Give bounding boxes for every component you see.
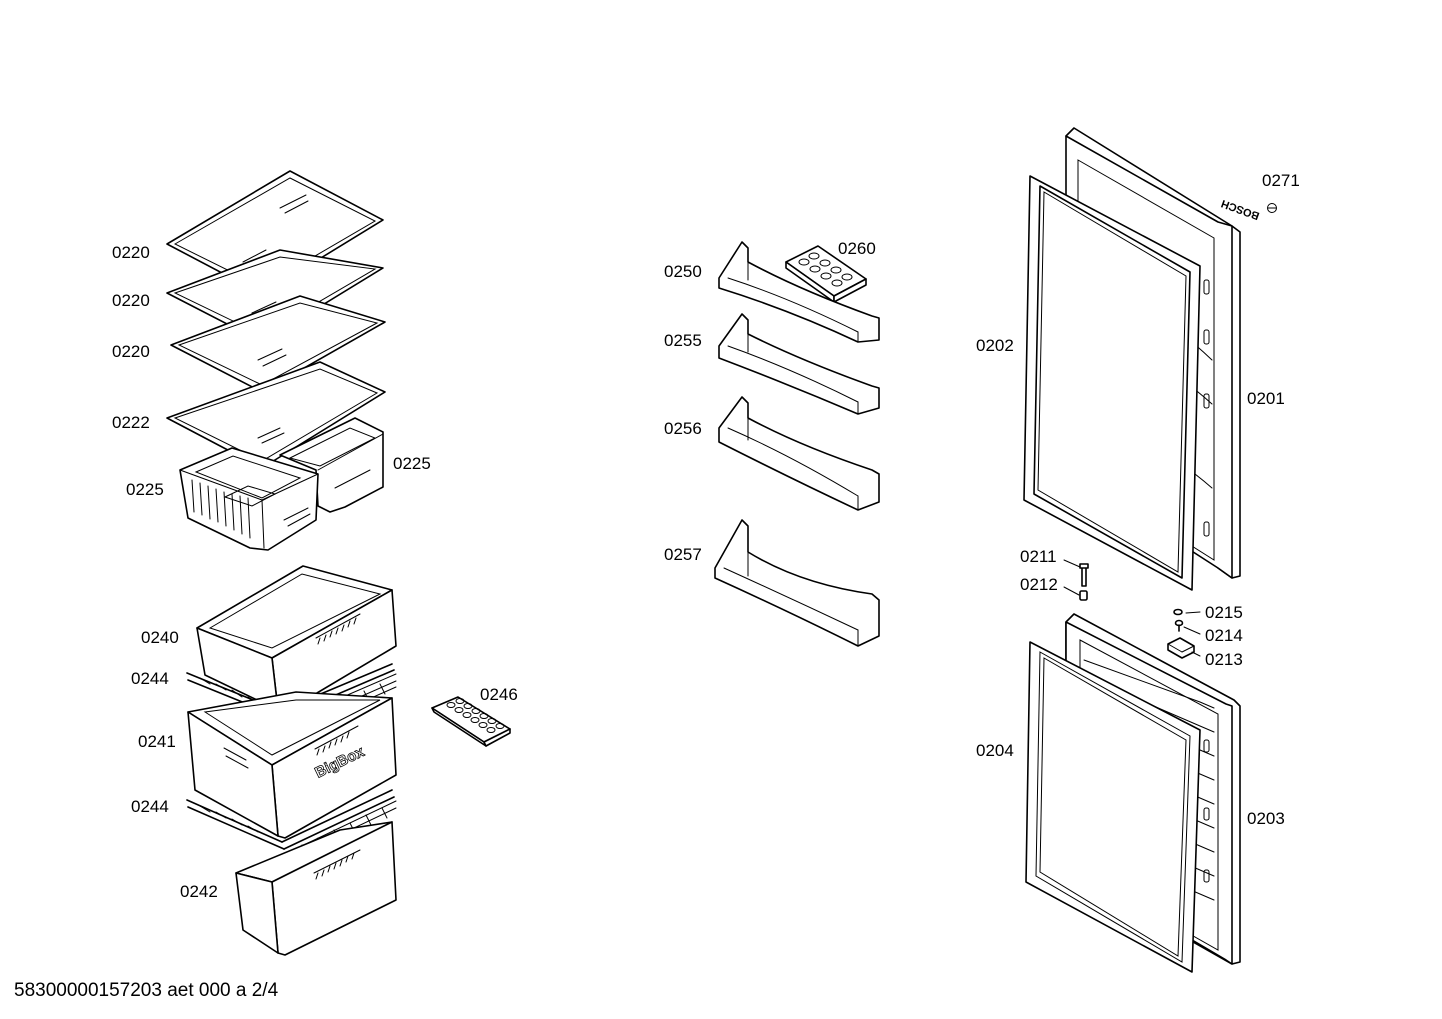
door-shelf-0256 [718, 396, 880, 511]
callout-0220-mid: 0220 [112, 291, 150, 310]
callout-0222: 0222 [112, 413, 150, 432]
ice-cube-tray-0246 [431, 696, 511, 747]
callout-0241: 0241 [138, 732, 176, 751]
callout-0242: 0242 [180, 882, 218, 901]
callout-0256: 0256 [664, 419, 702, 438]
callout-0240: 0240 [141, 628, 179, 647]
callout-0255: 0255 [664, 331, 702, 350]
door-shelf-0255 [718, 313, 880, 415]
glass-shelf-0220-low [170, 295, 386, 393]
leader-lines [1063, 559, 1201, 657]
callout-0250: 0250 [664, 262, 702, 281]
callout-0204: 0204 [976, 741, 1014, 760]
callout-0201: 0201 [1247, 389, 1285, 408]
callout-0225-left: 0225 [126, 480, 164, 499]
callout-0213: 0213 [1205, 650, 1243, 669]
hinge-block-0213 [1167, 637, 1195, 659]
crisper-box-0225-left [179, 447, 319, 551]
callout-0212: 0212 [1020, 575, 1058, 594]
callout-0214: 0214 [1205, 626, 1243, 645]
callout-0257: 0257 [664, 545, 702, 564]
bosch-logo-text: BOSCH [1220, 197, 1261, 222]
hinge-pin-0211 [1079, 563, 1089, 587]
freezer-drawer-0240 [196, 565, 397, 713]
callout-0202: 0202 [976, 336, 1014, 355]
callout-0271: 0271 [1262, 171, 1300, 190]
freezer-drawer-0242 [235, 821, 397, 956]
brand-logo-0271: BOSCH [1220, 197, 1277, 222]
document-code: 58300000157203 aet 000 a 2/4 [14, 980, 279, 1001]
washer-0215 [1173, 608, 1183, 616]
callout-labels: 0220 0220 0220 0222 0225 0225 0240 0244 … [112, 171, 1300, 901]
freezer-drawer-0241: BigBox [187, 691, 397, 839]
callout-0225-right: 0225 [393, 454, 431, 473]
callout-0246: 0246 [480, 685, 518, 704]
callout-0203: 0203 [1247, 809, 1285, 828]
callout-0220-top: 0220 [112, 243, 150, 262]
door-shelf-0250 [718, 241, 880, 343]
callout-0220-low: 0220 [112, 342, 150, 361]
callout-0244-bottom: 0244 [131, 797, 169, 816]
callout-0260: 0260 [838, 239, 876, 258]
callout-0211: 0211 [1020, 547, 1057, 566]
bushing-0212 [1079, 590, 1088, 601]
door-shelf-0257 [714, 519, 880, 647]
screw-0214 [1174, 619, 1184, 632]
door-gasket-0204 [1025, 641, 1201, 973]
callout-0244-top: 0244 [131, 669, 169, 688]
door-gasket-0202 [1023, 175, 1201, 591]
callout-0215: 0215 [1205, 603, 1243, 622]
